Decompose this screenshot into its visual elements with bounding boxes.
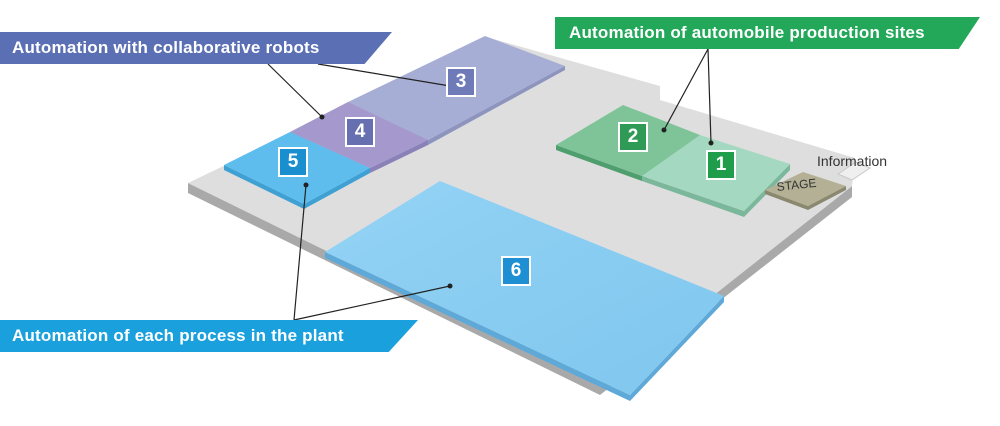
zone-5-side [224, 165, 370, 209]
leader-dot-5 [303, 182, 309, 188]
zone-3-side [348, 66, 565, 145]
leader-line-4 [267, 63, 323, 118]
zone-1-side [642, 164, 790, 217]
stage-area [765, 172, 846, 206]
banner-collaborative-robots: Automation with collaborative robots [0, 32, 392, 64]
zone-6-area [325, 181, 724, 395]
leader-line-5 [293, 184, 307, 321]
leader-dot-6 [447, 283, 453, 289]
stage-side [765, 186, 846, 210]
zone-1-badge[interactable]: 1 [706, 150, 736, 180]
information-label: Information [817, 153, 888, 169]
leader-line-2 [663, 48, 709, 131]
zone-5-badge[interactable]: 5 [278, 147, 308, 177]
leader-dot-2 [661, 127, 667, 133]
banner-automobile-production: Automation of automobile production site… [555, 17, 980, 49]
zone-6-badge[interactable]: 6 [501, 256, 531, 286]
leader-line-1 [707, 48, 712, 144]
banner-plant-process: Automation of each process in the plant [0, 320, 418, 352]
zone-4-badge[interactable]: 4 [345, 117, 375, 147]
zone-2-badge[interactable]: 2 [618, 122, 648, 152]
leader-line-6 [293, 285, 451, 321]
zone-3-badge[interactable]: 3 [446, 67, 476, 97]
leader-line-3 [317, 63, 451, 87]
information-counter [836, 161, 872, 181]
leader-dot-1 [708, 140, 714, 146]
leader-dot-4 [319, 114, 325, 120]
floor-side [188, 183, 852, 395]
